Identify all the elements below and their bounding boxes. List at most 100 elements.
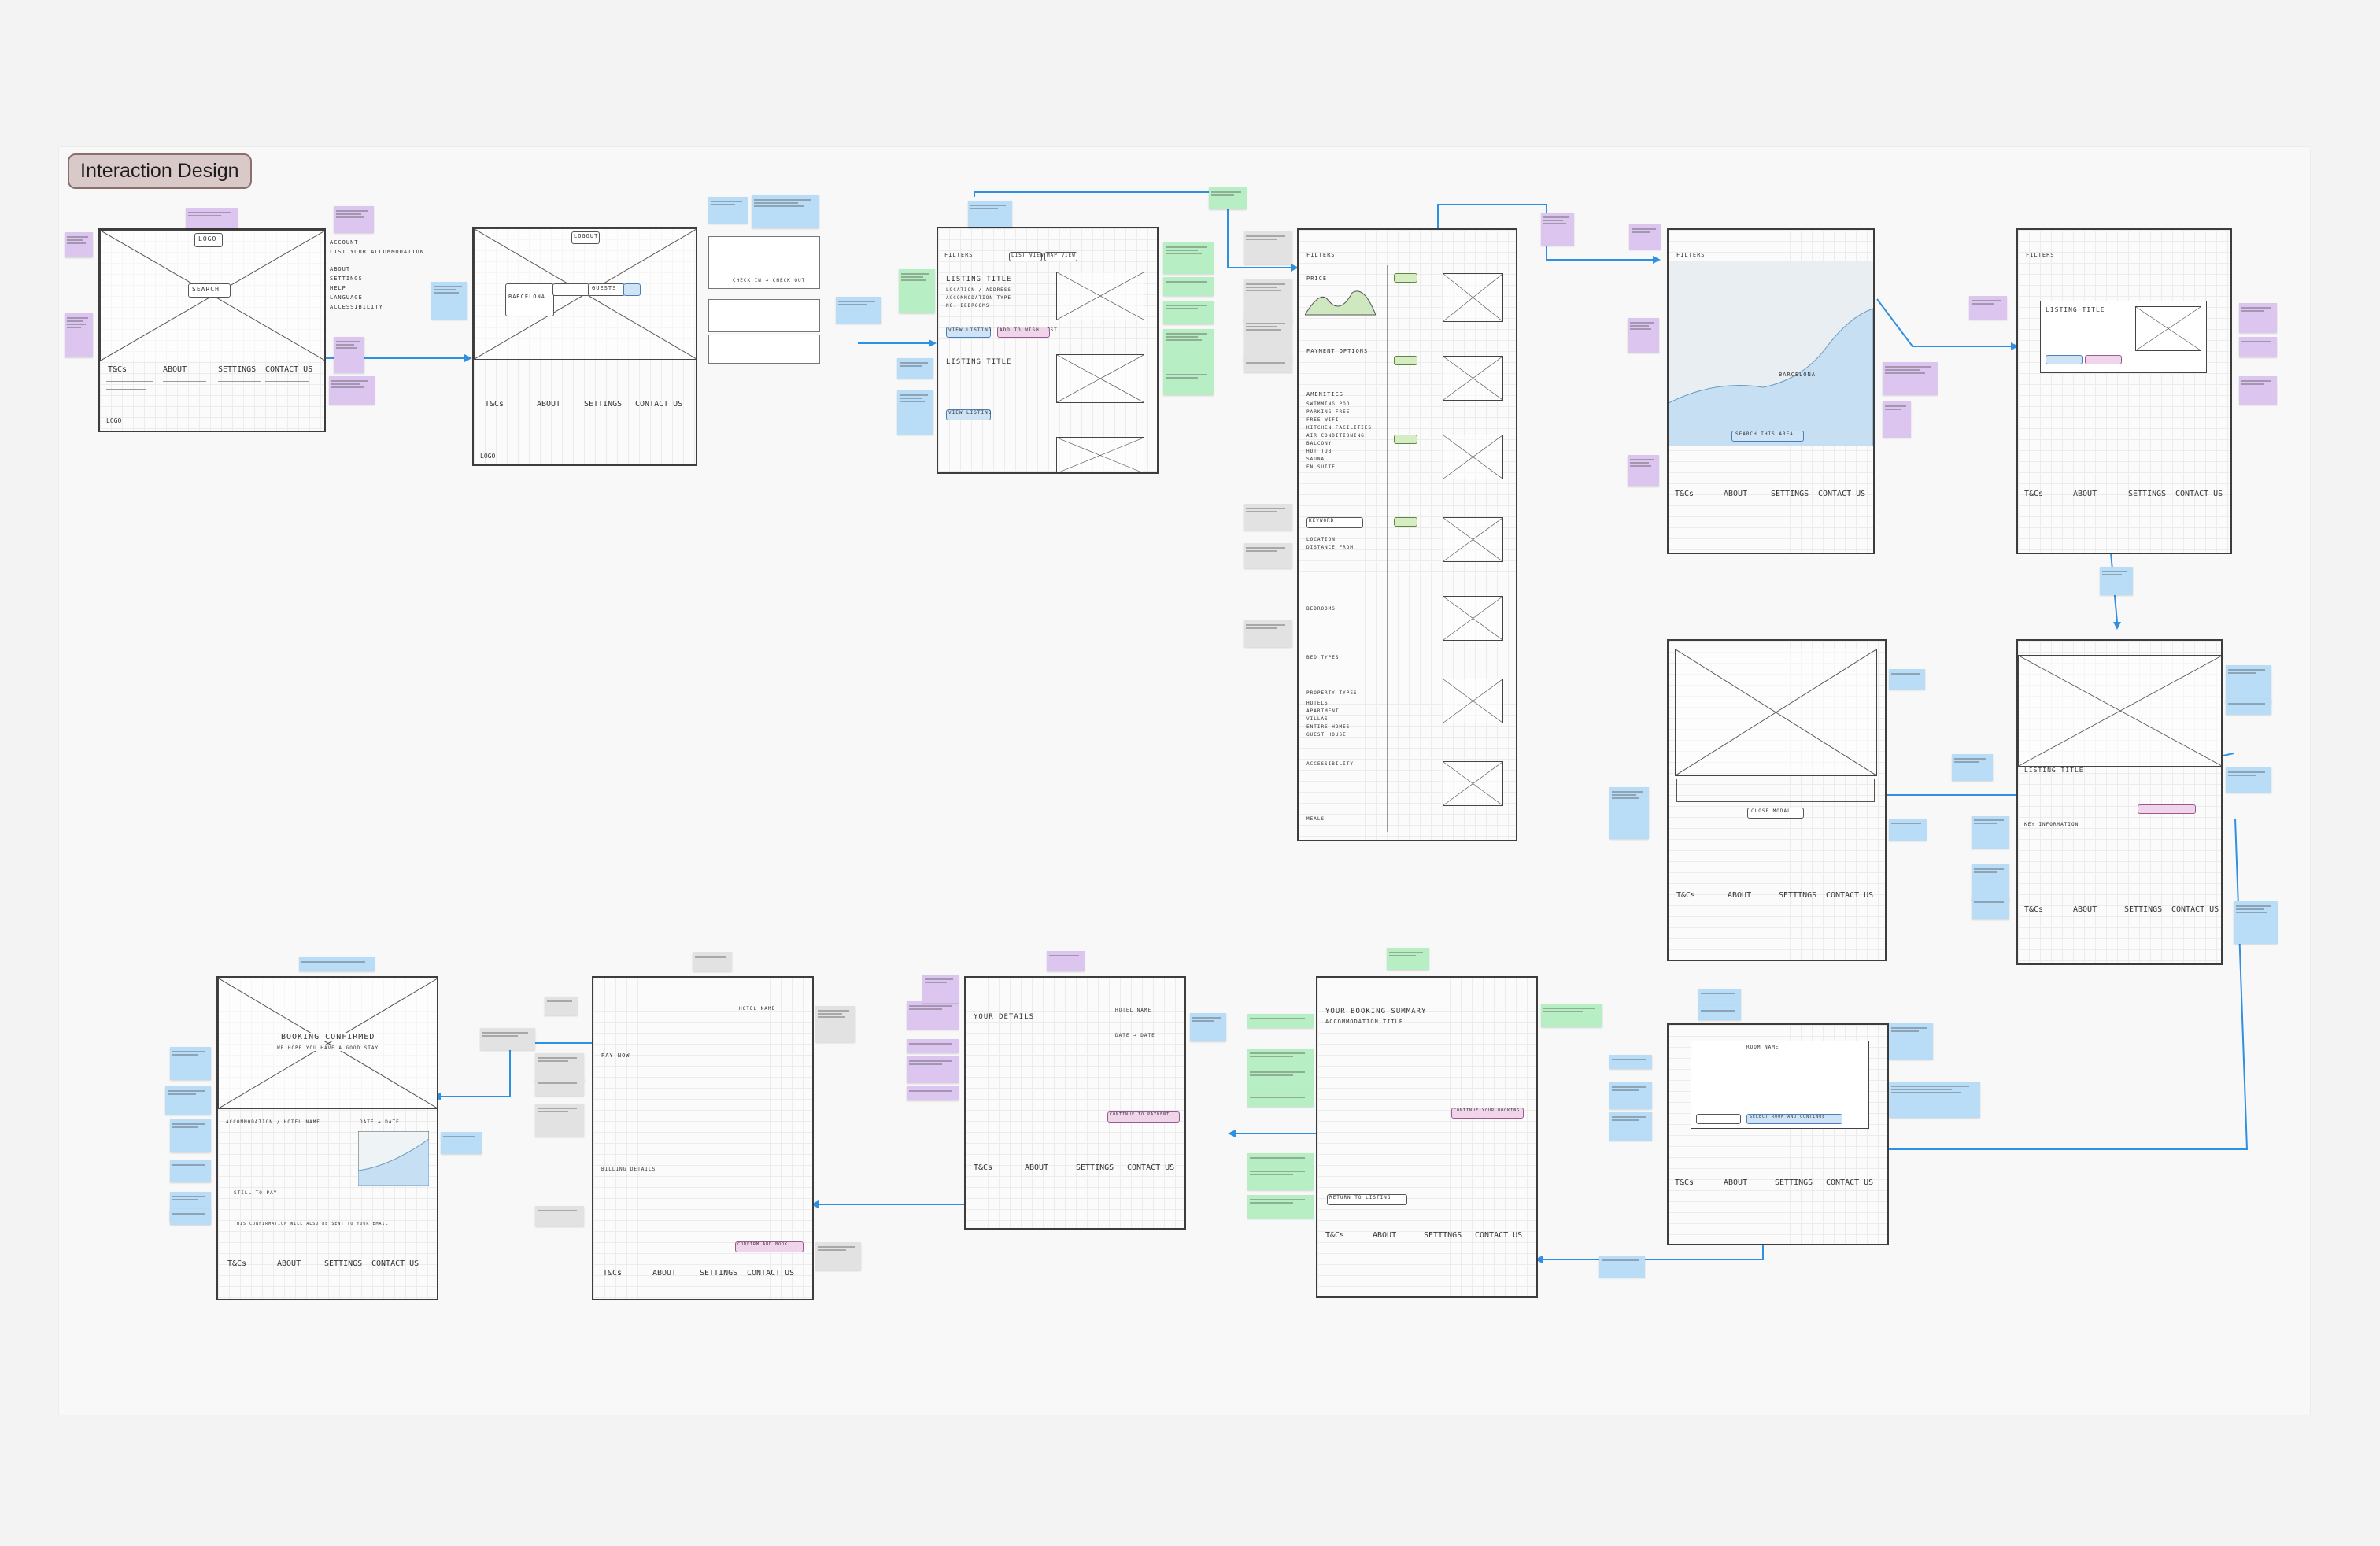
footer-about[interactable]: ABOUT <box>1025 1163 1049 1172</box>
sticky-note[interactable] <box>170 1209 211 1225</box>
sticky-note[interactable] <box>1698 1006 1741 1020</box>
sticky-note[interactable] <box>1609 1082 1652 1109</box>
menu-item[interactable]: ACCOUNT <box>330 239 359 246</box>
sticky-note[interactable] <box>334 206 374 233</box>
sticky-note[interactable] <box>535 1104 584 1137</box>
footer-settings[interactable]: SETTINGS <box>1775 1178 1813 1187</box>
sticky-note[interactable] <box>299 957 375 971</box>
sticky-note[interactable] <box>1628 318 1659 353</box>
search-button[interactable]: SEARCH <box>188 283 231 298</box>
footer-tcs[interactable]: T&Cs <box>2024 905 2044 914</box>
footer-contact[interactable]: CONTACT US <box>1826 1178 1874 1187</box>
sticky-note[interactable] <box>1247 1093 1314 1107</box>
sticky-note[interactable] <box>431 282 468 320</box>
filters-label[interactable]: FILTERS <box>944 252 974 258</box>
check-availability-button[interactable] <box>1696 1114 1741 1124</box>
sticky-note[interactable] <box>1972 864 2009 901</box>
sticky-note[interactable] <box>2226 767 2271 793</box>
sticky-note[interactable] <box>815 1006 855 1042</box>
sticky-note[interactable] <box>1247 1167 1314 1190</box>
sticky-note[interactable] <box>1163 329 1214 372</box>
sticky-note[interactable] <box>836 297 881 324</box>
sticky-note[interactable] <box>170 1047 211 1080</box>
sticky-note[interactable] <box>1244 279 1292 322</box>
footer-about[interactable]: ABOUT <box>1728 891 1752 900</box>
sticky-note[interactable] <box>441 1132 482 1154</box>
tag-button[interactable] <box>1394 517 1417 527</box>
tag-button[interactable] <box>1394 435 1417 444</box>
keyword-input[interactable]: KEYWORD <box>1306 517 1363 528</box>
wireframe-listing-detail[interactable]: LISTING TITLE KEY INFORMATION T&Cs ABOUT… <box>2016 639 2223 965</box>
filters-label[interactable]: FILTERS <box>1676 252 1706 258</box>
sticky-note[interactable] <box>1209 187 1247 209</box>
sticky-note[interactable] <box>2239 303 2277 333</box>
wireframe-list-view[interactable]: FILTERS LIST VIEW MAP VIEW LISTING TITLE… <box>937 227 1159 474</box>
filters-label[interactable]: FILTERS <box>1306 252 1336 258</box>
sticky-note[interactable] <box>1952 754 1993 781</box>
sticky-note[interactable] <box>1628 455 1659 486</box>
return-to-listing-button[interactable]: RETURN TO LISTING <box>1327 1194 1407 1205</box>
sticky-note[interactable] <box>907 1086 959 1100</box>
wireframe-gallery-modal[interactable]: CLOSE MODAL T&Cs ABOUT SETTINGS CONTACT … <box>1667 639 1887 961</box>
menu-item[interactable]: LIST YOUR ACCOMMODATION <box>330 249 424 255</box>
sticky-note[interactable] <box>1969 296 2007 320</box>
sticky-note[interactable] <box>922 975 959 1003</box>
footer-about[interactable]: ABOUT <box>1373 1231 1397 1240</box>
sticky-note[interactable] <box>2239 337 2277 357</box>
continue-to-payment-button[interactable]: CONTINUE TO PAYMENT <box>1107 1111 1180 1123</box>
wireframe-search-expanded[interactable]: LOGOUT BARCELONA GUESTS T&Cs ABOUT SETTI… <box>472 227 697 466</box>
sticky-note[interactable] <box>334 337 364 373</box>
footer-settings[interactable]: SETTINGS <box>2124 905 2163 914</box>
sticky-note[interactable] <box>1244 319 1292 361</box>
map-view-toggle[interactable]: MAP VIEW <box>1044 252 1077 261</box>
property-list[interactable]: HOTELS APARTMENT VILLAS ENTIRE HOMES GUE… <box>1306 701 1351 738</box>
view-listing-button[interactable]: VIEW LISTING <box>946 327 991 338</box>
logo-box[interactable]: LOGO <box>194 233 223 247</box>
menu-item[interactable]: SETTINGS <box>330 276 363 282</box>
sticky-note[interactable] <box>907 1001 959 1030</box>
sticky-note[interactable] <box>1387 948 1429 970</box>
wireframe-home[interactable]: LOGO SEARCH T&Cs ABOUT SETTINGS CONTACT … <box>98 228 326 432</box>
sticky-note[interactable] <box>693 952 732 971</box>
footer-settings[interactable]: SETTINGS <box>324 1259 363 1268</box>
sticky-note[interactable] <box>1972 816 2009 849</box>
sticky-note[interactable] <box>1247 1049 1314 1069</box>
sticky-note[interactable] <box>2226 699 2271 715</box>
sticky-note[interactable] <box>1889 819 1927 841</box>
close-modal-button[interactable]: CLOSE MODAL <box>1747 808 1804 819</box>
sticky-note[interactable] <box>1599 1256 1645 1278</box>
logout-button[interactable]: LOGOUT <box>571 231 600 244</box>
sticky-note[interactable] <box>2234 901 2278 944</box>
footer-settings[interactable]: SETTINGS <box>584 400 623 409</box>
sticky-note[interactable] <box>899 269 935 313</box>
footer-about[interactable]: ABOUT <box>163 365 187 374</box>
wish-list-button[interactable] <box>2085 355 2122 364</box>
sticky-note[interactable] <box>1244 504 1292 531</box>
sticky-note[interactable] <box>897 358 933 379</box>
footer-tcs[interactable]: T&Cs <box>485 400 504 409</box>
search-component-calendar[interactable]: CHECK IN → CHECK OUT <box>708 236 820 289</box>
footer-about[interactable]: ABOUT <box>537 400 561 409</box>
sticky-note[interactable] <box>1163 277 1214 296</box>
sticky-note[interactable] <box>170 1160 211 1182</box>
sticky-note[interactable] <box>165 1086 211 1115</box>
wireframe-booking-confirmed[interactable]: BOOKING CONFIRMED WE HOPE YOU HAVE A GOO… <box>216 976 438 1300</box>
footer-settings[interactable]: SETTINGS <box>218 365 257 374</box>
footer-contact[interactable]: CONTACT US <box>635 400 683 409</box>
sticky-note[interactable] <box>968 201 1012 227</box>
footer-tcs[interactable]: T&Cs <box>1675 1178 1694 1187</box>
amenities-list[interactable]: SWIMMING POOL PARKING FREE FREE WIFI KIT… <box>1306 401 1373 470</box>
footer-contact[interactable]: CONTACT US <box>265 365 313 374</box>
wireframe-select-room[interactable]: ROOM NAME SELECT ROOM AND CONTINUE T&Cs … <box>1667 1023 1889 1245</box>
search-this-area-button[interactable]: SEARCH THIS AREA <box>1731 431 1804 442</box>
search-component-where[interactable] <box>708 335 820 364</box>
sticky-note[interactable] <box>2239 376 2277 405</box>
footer-tcs[interactable]: T&Cs <box>108 365 128 374</box>
sticky-note[interactable] <box>186 208 238 228</box>
sticky-note[interactable] <box>1889 1082 1980 1118</box>
confirm-and-book-button[interactable]: CONFIRM AND BOOK <box>735 1241 804 1252</box>
footer-about[interactable]: ABOUT <box>1724 1178 1748 1187</box>
footer-tcs[interactable]: T&Cs <box>603 1269 623 1278</box>
footer-tcs[interactable]: T&Cs <box>1675 490 1694 498</box>
footer-contact[interactable]: CONTACT US <box>2175 490 2223 498</box>
